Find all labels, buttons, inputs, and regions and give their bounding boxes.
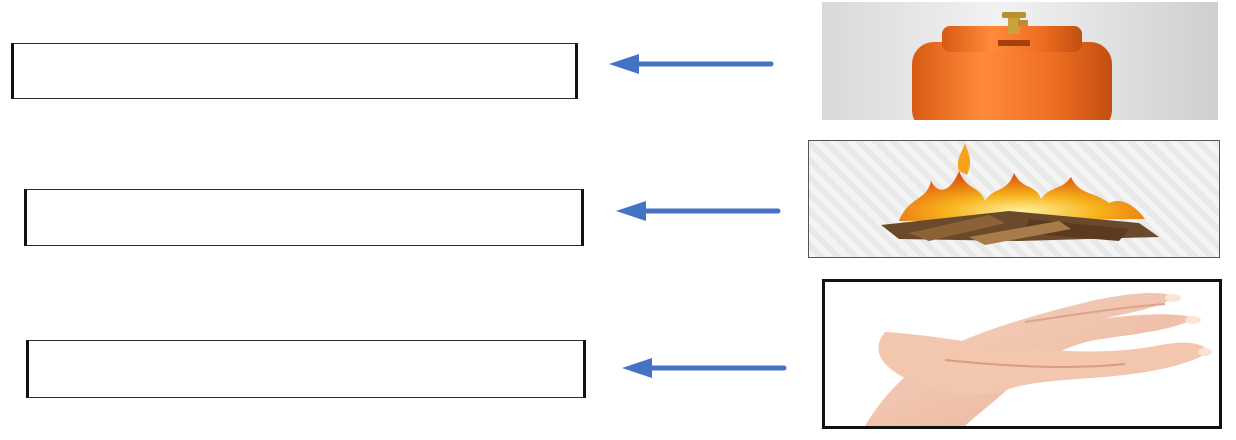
left-arrow-icon [616, 201, 781, 221]
answer-input-2[interactable] [27, 190, 581, 245]
rubbing-hands-picture [822, 279, 1222, 429]
left-arrow-icon [609, 54, 774, 74]
answer-input-3[interactable] [29, 341, 583, 397]
campfire-icon [881, 143, 1159, 245]
gas-cylinder-icon [912, 12, 1112, 120]
answer-box-1[interactable] [11, 43, 578, 99]
rubbing-hands-icon [865, 293, 1212, 426]
answer-input-1[interactable] [14, 44, 575, 98]
answer-box-2[interactable] [24, 189, 584, 246]
answer-box-3[interactable] [26, 340, 586, 398]
gas-cylinder-picture [822, 2, 1218, 120]
left-arrow-icon [622, 358, 787, 378]
campfire-picture [808, 140, 1220, 258]
